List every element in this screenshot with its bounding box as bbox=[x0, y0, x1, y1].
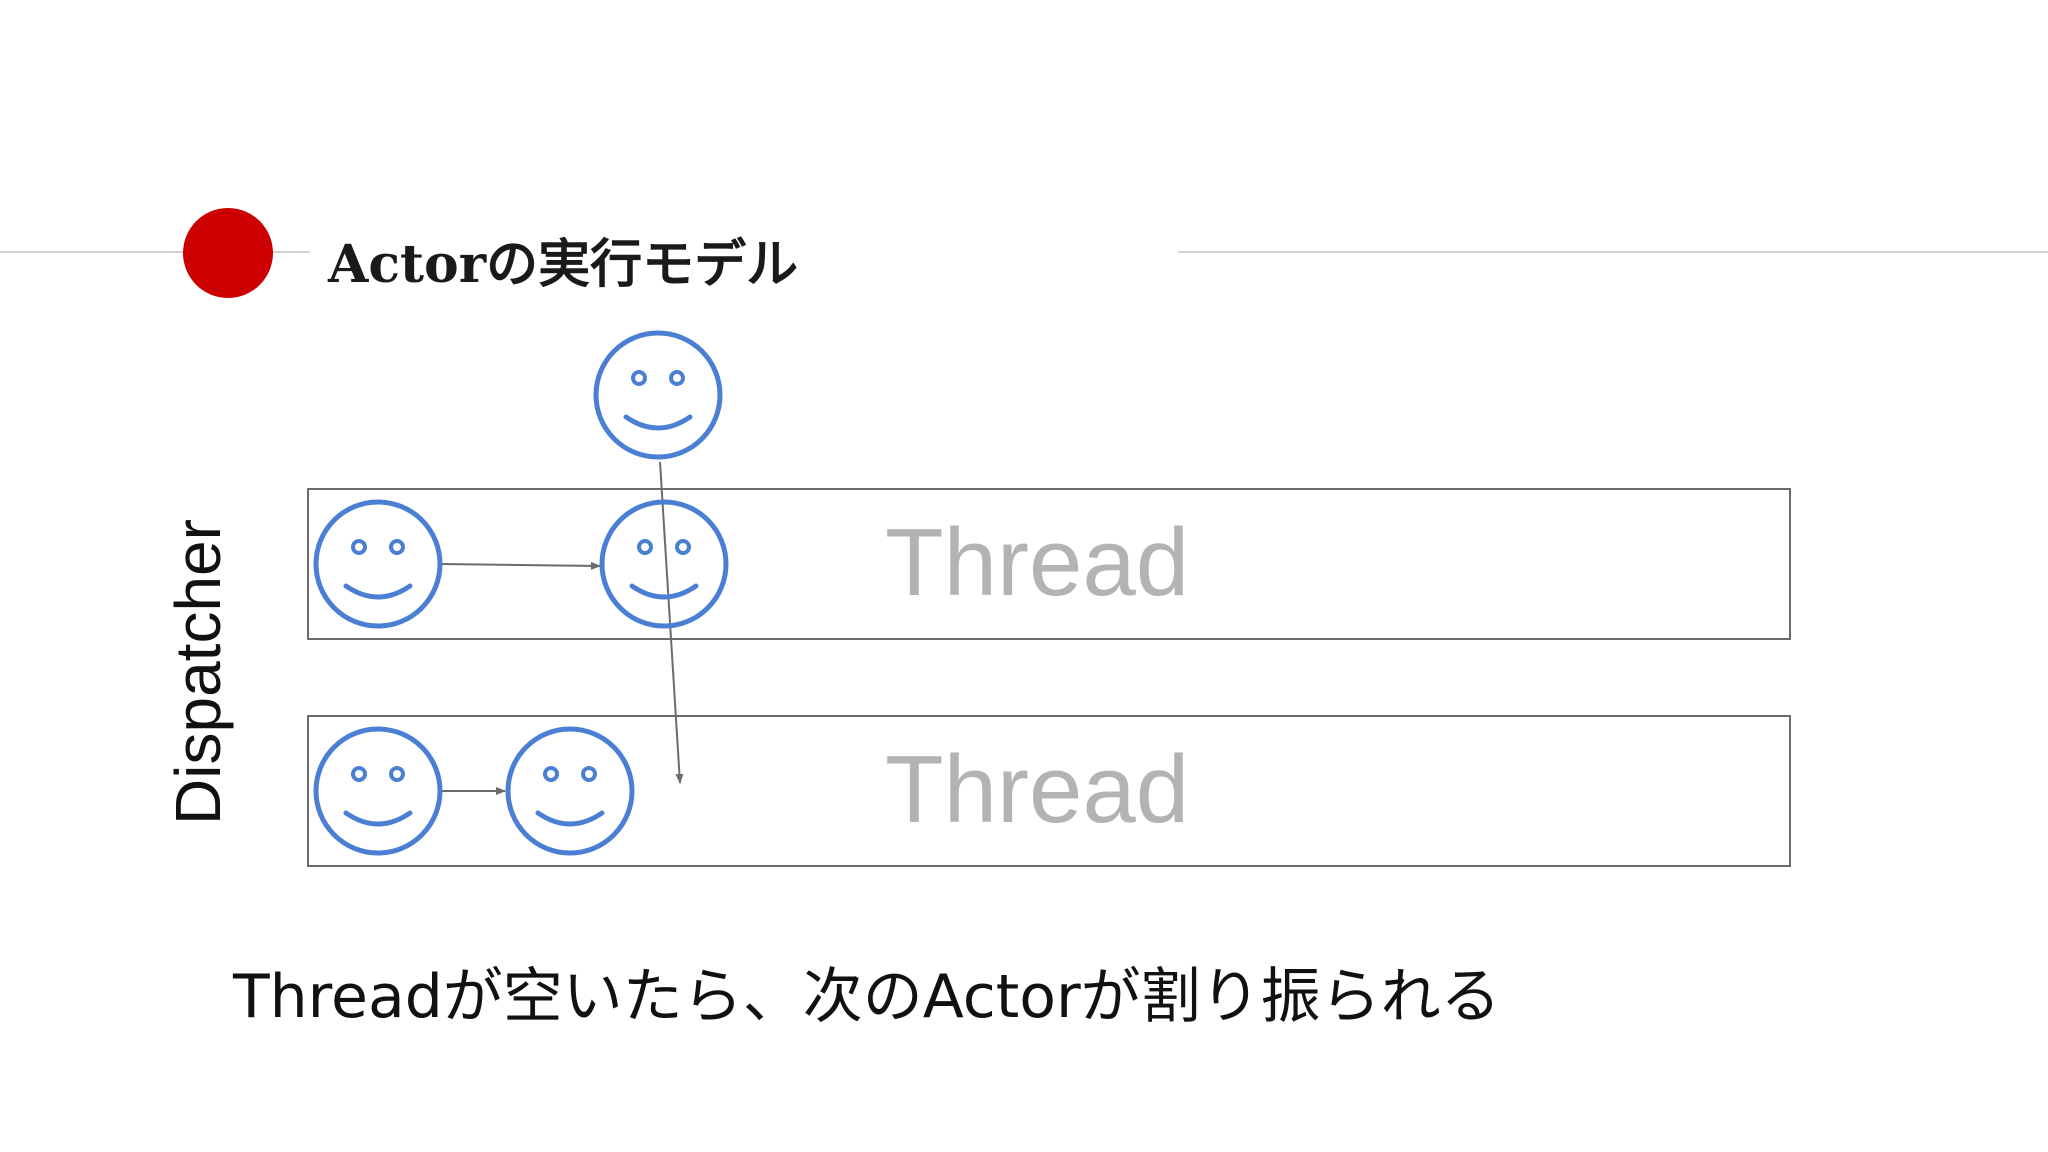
thread-box-2 bbox=[307, 715, 1791, 867]
slide-caption: Threadが空いたら、次のActorが割り振られる bbox=[233, 962, 1501, 1032]
thread-box-1 bbox=[307, 488, 1791, 640]
actor-thread2-a-smiley-face-icon bbox=[313, 726, 443, 856]
actor-thread1-b-smiley-face-icon bbox=[599, 499, 729, 629]
actor-waiting-smiley-face-icon bbox=[593, 330, 723, 460]
thread-label-2: Thread bbox=[885, 736, 1190, 843]
header-rule-left bbox=[0, 251, 310, 253]
title-bullet-dot bbox=[183, 208, 273, 298]
actor-thread2-b-smiley-face-icon bbox=[505, 726, 635, 856]
thread-label-1: Thread bbox=[885, 509, 1190, 616]
header-rule-right bbox=[1178, 251, 2048, 253]
arrow-waiting-actor-to-thread2 bbox=[659, 461, 684, 784]
arrow-actor1-to-actor2 bbox=[440, 561, 601, 570]
actor-thread1-a-smiley-face-icon bbox=[313, 499, 443, 629]
slide-title: Actorの実行モデル bbox=[328, 234, 799, 295]
